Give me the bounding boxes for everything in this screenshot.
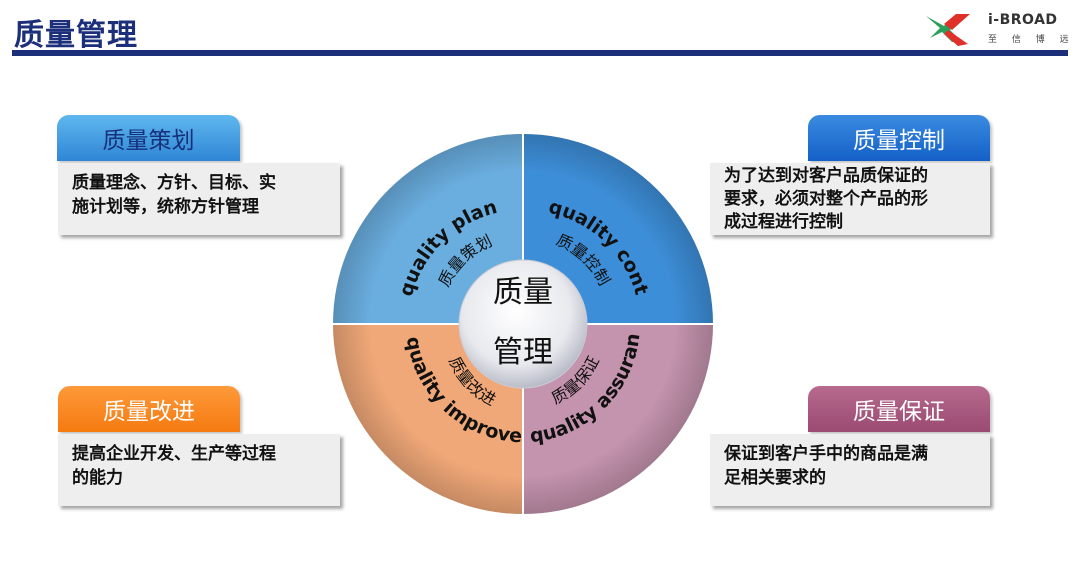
- assurance-line-1: 保证到客户手中的商品是满: [724, 444, 928, 464]
- planning-card-title: 质量策划: [57, 115, 240, 161]
- title-divider: [12, 50, 1068, 56]
- control-card-body: 为了达到对客户品质保证的 要求，必须对整个产品的形 成过程进行控制: [710, 163, 990, 235]
- logo-subtext: 至 信 博 远: [988, 35, 1075, 45]
- center-label-line1: 质量: [493, 275, 553, 310]
- improvement-card-body: 提高企业开发、生产等过程 的能力: [58, 434, 340, 506]
- assurance-line-2: 足相关要求的: [724, 468, 826, 488]
- improvement-line-2: 的能力: [72, 468, 123, 488]
- planning-line-2: 施计划等，统称方针管理: [72, 197, 259, 217]
- assurance-card-body: 保证到客户手中的商品是满 足相关要求的: [710, 434, 990, 506]
- logo-text: i-BROAD: [988, 12, 1058, 28]
- planning-card-body: 质量理念、方针、目标、实 施计划等，统称方针管理: [58, 163, 340, 235]
- planning-line-1: 质量理念、方针、目标、实: [72, 173, 276, 193]
- quality-wheel: quality planning 质量策划 quality control 质量…: [323, 124, 713, 514]
- control-line-2: 要求，必须对整个产品的形: [724, 189, 928, 209]
- page-title: 质量管理: [14, 18, 138, 53]
- center-hub: [458, 259, 588, 389]
- control-line-3: 成过程进行控制: [724, 212, 843, 232]
- control-line-1: 为了达到对客户品质保证的: [724, 166, 928, 186]
- improvement-card-title: 质量改进: [58, 386, 240, 432]
- assurance-card-title: 质量保证: [808, 386, 990, 432]
- improvement-line-1: 提高企业开发、生产等过程: [72, 444, 276, 464]
- control-card-title: 质量控制: [808, 115, 990, 161]
- company-logo: [926, 14, 970, 46]
- center-label-line2: 管理: [493, 335, 553, 370]
